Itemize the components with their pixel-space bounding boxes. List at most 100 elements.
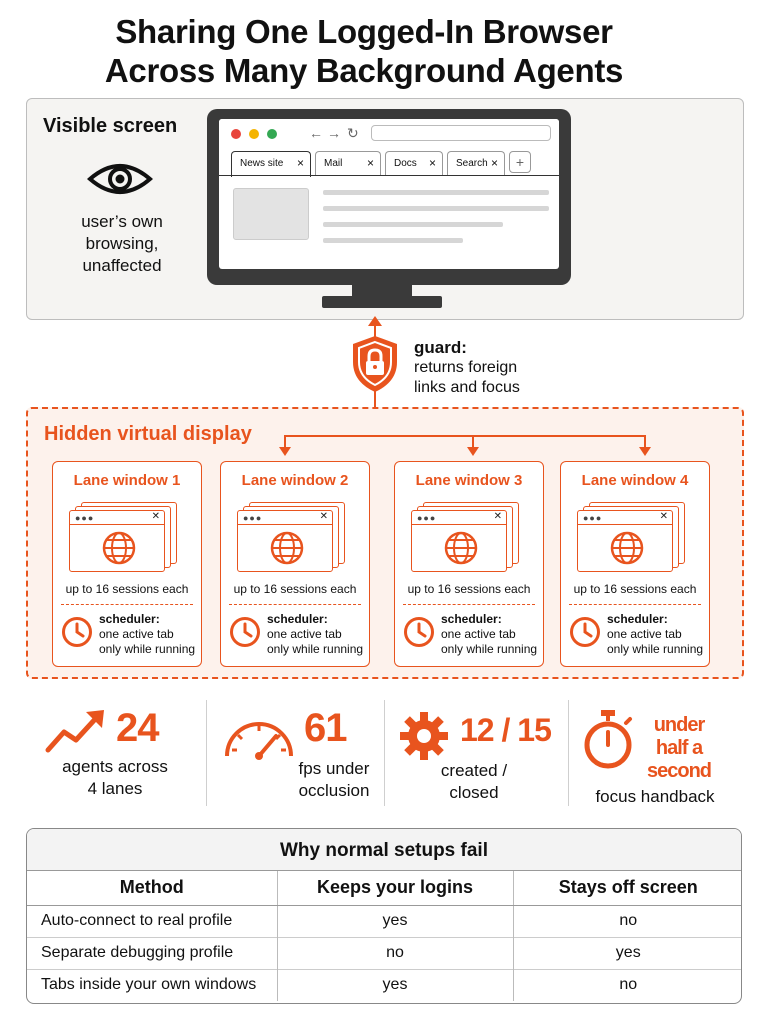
sessions-text: up to 16 sessions each <box>573 582 697 596</box>
scheduler-line-2: only while running <box>99 642 196 656</box>
back-icon[interactable]: ← <box>309 125 323 141</box>
tab-mail[interactable]: Mail × <box>315 151 381 175</box>
session-window: ●●●✕ <box>411 510 507 572</box>
column-header: Stays off screen <box>512 871 741 906</box>
stat-label: created / closed <box>424 760 524 804</box>
text-placeholder-line <box>323 222 503 227</box>
arrow-down-icon <box>467 447 479 456</box>
lane-window-2: Lane window 2 ●●●✕ up to 16 sessions eac… <box>220 461 370 667</box>
hidden-display-panel: Hidden virtual display Lane window 1 ●●●… <box>26 407 744 679</box>
scheduler-line-2: only while running <box>607 642 704 656</box>
stat-label: fps under occlusion <box>284 758 384 802</box>
branch-drop <box>284 435 286 449</box>
table-row: Auto-connect to real profile yes no <box>27 904 741 937</box>
stat-label-line-2: closed <box>449 783 499 802</box>
close-icon: ✕ <box>319 511 328 522</box>
close-icon: ✕ <box>151 511 160 522</box>
stat-value-line-1: under <box>653 714 706 736</box>
tab-news-site[interactable]: News site × <box>231 151 311 177</box>
tab-close-icon[interactable]: × <box>490 156 498 170</box>
globe-icon <box>270 531 304 565</box>
forward-icon[interactable]: → <box>327 125 341 141</box>
stat-value: 12 / 15 <box>460 712 552 748</box>
lane-window-4: Lane window 4 ●●●✕ up to 16 sessions eac… <box>560 461 710 667</box>
comparison-grid: Method Keeps your logins Stays off scree… <box>27 871 741 1001</box>
scheduler-line-1: one active tab <box>99 627 174 641</box>
table-cell: Separate debugging profile <box>27 936 277 969</box>
branch-drop <box>472 435 474 449</box>
guard-text: guard: returns foreign links and focus <box>414 338 524 398</box>
table-cell: Auto-connect to real profile <box>27 904 277 937</box>
new-tab-button[interactable]: + <box>509 151 531 173</box>
lane-divider <box>61 604 193 605</box>
table-cell: Tabs inside your own windows <box>27 968 277 1001</box>
title-line-2: Across Many Background Agents <box>104 52 624 89</box>
branch-line <box>284 435 646 437</box>
text-placeholder-line <box>323 190 549 195</box>
stat-value-line-2: half a <box>655 737 703 759</box>
shield-lock-icon <box>353 336 397 392</box>
scheduler-label: scheduler: <box>607 612 668 626</box>
tab-label: Search <box>456 158 488 169</box>
tab-close-icon[interactable]: × <box>296 156 304 170</box>
speedometer-icon <box>225 722 293 760</box>
tab-search[interactable]: Search × <box>447 151 505 175</box>
window-maximize-dot[interactable] <box>267 129 277 139</box>
stat-label: focus handback <box>590 786 720 808</box>
lane-window-3: Lane window 3 ●●●✕ up to 16 sessions eac… <box>394 461 544 667</box>
window-minimize-dot[interactable] <box>249 129 259 139</box>
session-window-bar: ●●●✕ <box>578 511 672 525</box>
globe-icon <box>610 531 644 565</box>
tab-docs[interactable]: Docs × <box>385 151 443 175</box>
scheduler-line-2: only while running <box>267 642 364 656</box>
window-dots-icon: ●●● <box>417 513 437 523</box>
table-title: Why normal setups fail <box>27 829 741 871</box>
table-cell: yes <box>512 936 741 969</box>
page-content <box>219 175 559 269</box>
guard-description: returns foreign links and focus <box>414 359 520 396</box>
table-cell: no <box>512 968 741 1001</box>
stat-label-line-1: created / <box>440 761 508 780</box>
globe-icon <box>444 531 478 565</box>
scheduler-label: scheduler: <box>267 612 328 626</box>
clock-icon <box>62 617 92 647</box>
scheduler-line-2: only while running <box>441 642 538 656</box>
sessions-text: up to 16 sessions each <box>407 582 531 596</box>
stat-sessions: 12 / 15 created / closed <box>394 702 564 812</box>
session-window-bar: ●●●✕ <box>70 511 164 525</box>
guard-label: guard: <box>414 338 467 357</box>
window-close-dot[interactable] <box>231 129 241 139</box>
scheduler-label: scheduler: <box>99 612 160 626</box>
lane-title: Lane window 2 <box>241 472 349 489</box>
stat-divider <box>568 700 569 806</box>
tab-close-icon[interactable]: × <box>366 156 374 170</box>
page-title: Sharing One Logged-In Browser Across Man… <box>0 12 728 90</box>
arrow-down-icon <box>279 447 291 456</box>
stat-value: 24 <box>116 706 159 750</box>
title-line-1: Sharing One Logged-In Browser <box>115 13 613 50</box>
session-stack: ●●●✕ <box>237 502 347 572</box>
eye-icon <box>87 164 153 194</box>
visible-screen-label: Visible screen <box>43 115 178 137</box>
scheduler-text: scheduler: one active tab only while run… <box>99 612 195 657</box>
scheduler-label: scheduler: <box>441 612 502 626</box>
globe-icon <box>102 531 136 565</box>
address-bar[interactable] <box>371 125 551 141</box>
table-header-row: Method Keeps your logins Stays off scree… <box>27 871 741 906</box>
stat-label: agents across 4 lanes <box>40 756 190 800</box>
stat-value-line-3: second <box>646 760 712 782</box>
tab-close-icon[interactable]: × <box>428 156 436 170</box>
branch-drop <box>644 435 646 449</box>
monitor-stand-base <box>322 296 442 308</box>
stat-label-line-1: focus handback <box>595 787 715 806</box>
scheduler-line-1: one active tab <box>267 627 342 641</box>
tab-label: News site <box>240 158 284 169</box>
reload-icon[interactable]: ↻ <box>347 125 359 141</box>
comparison-table: Why normal setups fail Method Keeps your… <box>26 828 742 1004</box>
stat-agents: 24 agents across 4 lanes <box>40 702 200 812</box>
sessions-text: up to 16 sessions each <box>233 582 357 596</box>
clock-icon <box>404 617 434 647</box>
session-stack: ●●●✕ <box>577 502 687 572</box>
stat-fps: 61 fps under occlusion <box>218 702 378 812</box>
browser-tab-row: News site × Mail × Docs × Search × + <box>219 151 559 177</box>
